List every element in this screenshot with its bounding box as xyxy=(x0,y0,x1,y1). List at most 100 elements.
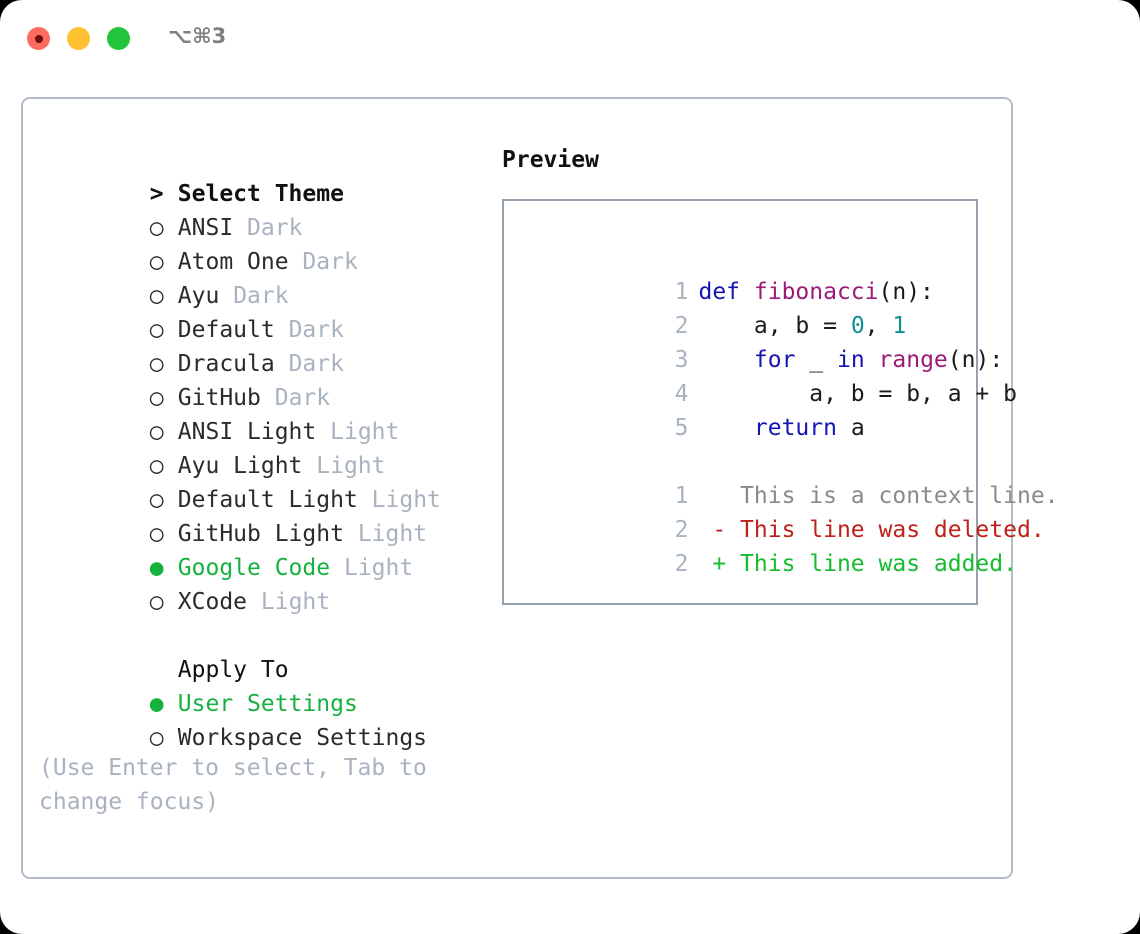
theme-selector-dialog: >Select Theme ○ANSI Dark ○Atom One Dark … xyxy=(21,97,1059,879)
keyboard-shortcut-label: ⌥⌘3 xyxy=(168,24,227,48)
code-token xyxy=(698,347,753,373)
theme-option-ansi-light[interactable]: ○ ANSI Light Light xyxy=(39,381,479,445)
theme-category-label: Light xyxy=(343,555,414,581)
cursor-prefix-icon: > xyxy=(149,181,164,207)
theme-category-label: Dark xyxy=(302,249,358,275)
radio-unselected-icon: ○ xyxy=(149,521,164,547)
theme-category-label: Dark xyxy=(247,215,303,241)
line-number: 1 xyxy=(674,279,689,305)
radio-selected-icon: ● xyxy=(149,555,164,581)
radio-unselected-icon: ○ xyxy=(149,419,164,445)
apply-to-option-workspace-settings[interactable]: ○Workspace Settings xyxy=(39,687,479,751)
theme-option-github-light[interactable]: ○ GitHub Light Light xyxy=(39,483,479,547)
diff-text: - This line was deleted. xyxy=(698,517,1045,543)
theme-option-google-code[interactable]: ● Google Code Light xyxy=(39,517,479,581)
theme-option-ayu-light[interactable]: ○ Ayu Light Light xyxy=(39,415,479,479)
spacer-icon: · xyxy=(150,653,178,687)
theme-name: ANSI xyxy=(177,215,234,241)
maximize-button[interactable] xyxy=(107,27,130,50)
theme-option-ansi[interactable]: ○ ANSI Dark xyxy=(39,177,479,241)
line-number: 2 xyxy=(674,517,689,543)
theme-option-default[interactable]: ○ Default Dark xyxy=(39,279,479,343)
theme-option-github[interactable]: ○GitHub Dark xyxy=(39,347,479,411)
radio-unselected-icon: ○ xyxy=(149,385,164,411)
theme-category-label: Light xyxy=(330,419,400,445)
code-token: a, b = b, a + b xyxy=(698,381,1017,407)
code-token: _ xyxy=(795,347,837,373)
theme-category-label: Dark xyxy=(288,351,344,377)
code-line: 5 return a xyxy=(504,377,976,441)
theme-option-dracula[interactable]: ○ Dracula Dark xyxy=(39,313,479,377)
code-line: 4 a, b = b, a + b xyxy=(504,343,1017,407)
theme-category-label: Light xyxy=(316,453,386,479)
line-number: 2 xyxy=(674,313,689,339)
minimize-button[interactable] xyxy=(67,27,90,50)
code-token: (n): xyxy=(878,279,934,305)
theme-name: ANSI Light xyxy=(177,419,317,445)
theme-category-label: Light xyxy=(371,487,441,513)
title-bar: ⌥⌘3 xyxy=(0,0,1140,78)
radio-unselected-icon: ○ xyxy=(149,215,164,241)
theme-category-label: Dark xyxy=(274,385,331,411)
theme-name: Ayu Light xyxy=(177,453,303,479)
theme-name: Google Code xyxy=(177,555,331,581)
diff-line-added: 2 + This line was added. xyxy=(504,513,1017,577)
apply-to-option-label: Workspace Settings xyxy=(177,725,428,751)
apply-to-option-user-settings[interactable]: ● User Settings xyxy=(39,653,479,717)
diff-text: This is a context line. xyxy=(698,483,1059,509)
code-token: 0 xyxy=(850,313,865,339)
code-line: 1 def fibonacci(n): xyxy=(504,241,976,305)
code-token: for xyxy=(753,347,796,373)
code-token: 1 xyxy=(892,313,907,339)
code-token: fibonacci xyxy=(753,279,879,305)
theme-category xyxy=(233,215,247,241)
code-token: a, b = xyxy=(698,313,851,339)
code-token: return xyxy=(753,415,837,441)
theme-name: Default xyxy=(177,317,275,343)
code-line: 3 for _ in range(n): xyxy=(504,309,1004,373)
theme-name: Ayu xyxy=(177,283,220,309)
theme-name: Default Light xyxy=(177,487,358,513)
theme-category-label: Light xyxy=(357,521,428,547)
theme-list-column: >Select Theme ○ANSI Dark ○Atom One Dark … xyxy=(39,143,479,819)
radio-unselected-icon: ○ xyxy=(149,487,164,513)
theme-list-header: > Select Theme xyxy=(39,143,479,207)
theme-category-label: Dark xyxy=(233,283,289,309)
diff-line-context: 1 This is a context line. xyxy=(504,445,1059,509)
radio-unselected-icon: ○ xyxy=(149,351,164,377)
radio-selected-icon: ● xyxy=(149,691,164,717)
code-line: 2 a, b = 0, 1 xyxy=(504,275,976,339)
theme-name: GitHub Light xyxy=(177,521,344,547)
radio-unselected-icon: ○ xyxy=(149,317,164,343)
theme-name: Dracula xyxy=(177,351,275,377)
theme-option-xcode[interactable]: ○XCode Light xyxy=(39,551,479,615)
radio-unselected-icon: ○ xyxy=(149,249,164,275)
code-token: (n): xyxy=(947,347,1004,373)
apply-to-option-label: User Settings xyxy=(177,691,358,717)
line-number: 1 xyxy=(674,483,689,509)
help-text: (Use Enter to select, Tab to change focu… xyxy=(39,755,441,815)
code-token: def xyxy=(698,279,754,305)
theme-option-default-light[interactable]: ○ Default Light Light xyxy=(39,449,479,513)
close-button[interactable] xyxy=(27,27,50,50)
window-controls xyxy=(27,27,130,50)
line-number: 2 xyxy=(674,551,689,577)
line-number: 3 xyxy=(674,347,689,373)
theme-option-atom-one[interactable]: ○ Atom One Dark xyxy=(39,211,479,275)
preview-title: Preview xyxy=(502,147,599,173)
code-token: in xyxy=(836,347,865,373)
line-number: 5 xyxy=(674,415,689,441)
apply-to-title: Apply To xyxy=(177,657,289,683)
radio-unselected-icon: ○ xyxy=(149,283,164,309)
diff-line-deleted: 2 - This line was deleted. xyxy=(504,479,1045,543)
theme-name: Atom One xyxy=(177,249,289,275)
radio-unselected-icon: ○ xyxy=(149,453,164,479)
theme-option-ayu[interactable]: ○ Ayu Dark xyxy=(39,245,479,309)
theme-category-label: Dark xyxy=(288,317,344,343)
theme-list-title: Select Theme xyxy=(177,181,344,207)
apply-to-header: ·Apply To xyxy=(39,619,479,683)
code-token: a xyxy=(836,415,865,441)
